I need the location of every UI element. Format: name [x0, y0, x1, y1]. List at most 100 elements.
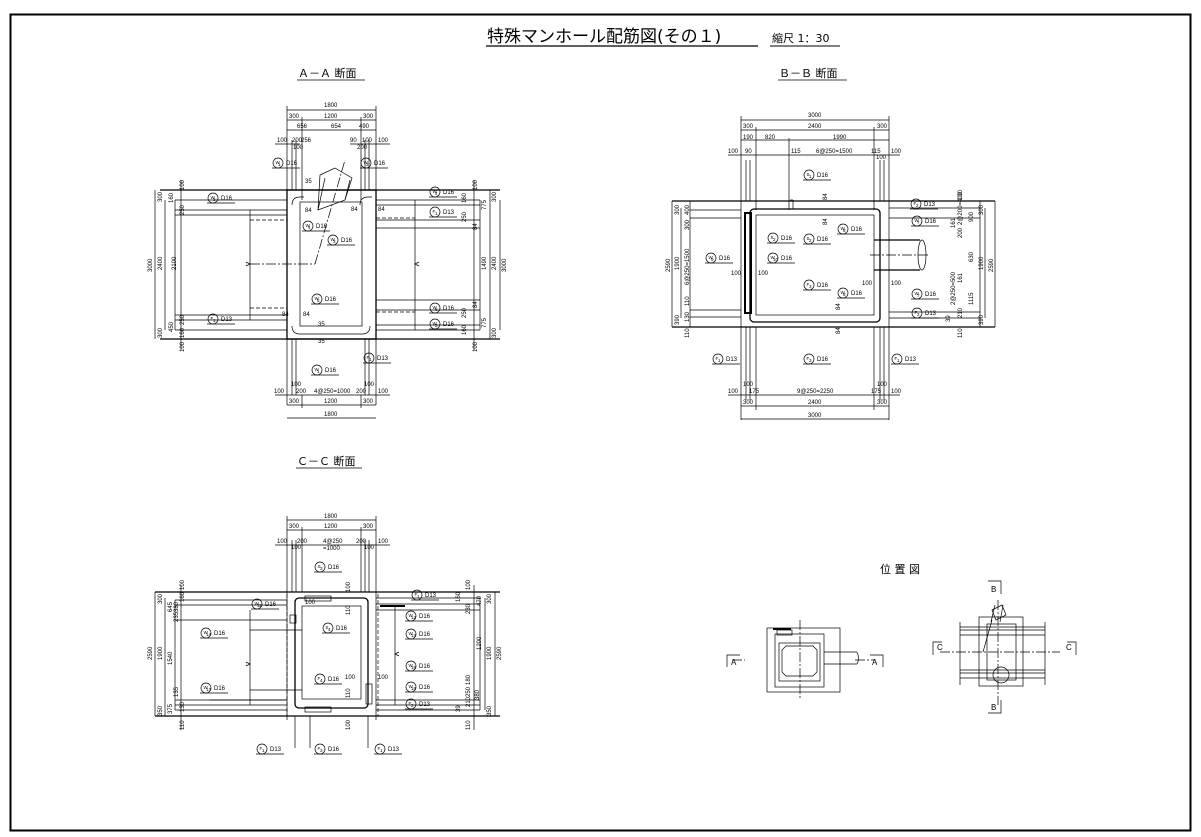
bb-side-dimensions: 2590 1900 300 390 400 300 6@250=1500 110… — [666, 189, 996, 338]
rebar-mark-sub: 2 — [411, 703, 414, 708]
aa-dim-bot-r-a: 200 — [356, 389, 367, 395]
bb-dim-seg3: 1990 — [833, 135, 847, 141]
rebar-mark-sub: 4 — [328, 627, 331, 632]
bb-dim-right-t4: 900 — [969, 211, 975, 222]
rebar-mark: F — [915, 310, 918, 315]
section-a-a: Ａ－Ａ 断面 1800 300 1200 300 656 654 490 100… — [148, 66, 508, 419]
rebar-mark: W — [841, 290, 846, 295]
bb-dim-misc: 100 — [891, 281, 902, 287]
aa-dim-misc: 84 — [305, 208, 312, 214]
cc-dim-left-b4: 110 — [180, 720, 186, 730]
cut-label-b-bottom: B — [991, 703, 996, 712]
rebar-bar-size: D16 — [781, 256, 793, 262]
rebar-bar-size: D16 — [925, 292, 937, 298]
aa-top-dimensions: 1800 300 1200 300 656 654 490 100 200 25… — [275, 103, 390, 200]
aa-dim-left-overall: 3000 — [148, 258, 154, 272]
rebar-mark-sub: 7 — [917, 293, 920, 298]
aa-dim-right-bot: 300 — [492, 327, 498, 338]
bb-dim-bot-wall-r: 300 — [877, 400, 888, 406]
bb-dim-inner: 2400 — [808, 124, 822, 130]
bb-dim-r-edge: 100 — [891, 149, 902, 155]
aa-dim-right-top: 300 — [492, 191, 498, 202]
cc-dim-overall: 1800 — [324, 514, 338, 520]
rebar-mark-sub: 2 — [917, 312, 920, 317]
rebar-mark-sub: 1 — [262, 748, 265, 753]
cc-dim-left-t4: 235 — [174, 611, 180, 622]
rebar-bar-size: D16 — [419, 685, 431, 691]
rebar-mark: W — [409, 663, 414, 668]
bb-dim-wall-l: 300 — [743, 124, 754, 130]
rebar-mark: W — [771, 255, 776, 260]
rebar-bar-size: D16 — [328, 677, 340, 683]
rebar-mark-sub: 4 — [435, 191, 438, 196]
rebar-bar-size: D16 — [719, 256, 731, 262]
rebar-bar-size: D13 — [425, 593, 437, 599]
aa-dim-right-mid: 2400 — [492, 256, 498, 270]
rebar-bar-size: D16 — [443, 190, 455, 196]
cut-line-c-left-marker — [932, 641, 942, 655]
cc-dim-r-b: 100 — [364, 545, 375, 551]
location-plan-bc: B B C C — [932, 580, 1077, 714]
cc-dim-misc: 100 — [346, 581, 352, 592]
cc-dim-l-a: 100 — [291, 545, 302, 551]
aa-dim-left-bot: 300 — [158, 327, 164, 338]
rebar-mark-sub: 1 — [317, 369, 320, 374]
rebar-mark-sub: 5 — [435, 323, 438, 328]
rebar-mark-sub: 3 — [809, 358, 812, 363]
cc-dim-right-b5: 39 — [456, 705, 462, 712]
rebar-mark-sub: 1 — [213, 318, 216, 323]
rebar-mark: F — [895, 356, 898, 361]
rebar-mark: W — [409, 684, 414, 689]
cc-dim-left-t5: 645 — [168, 601, 174, 612]
bb-dim-bot-l-a: 100 — [743, 382, 754, 388]
location-plan-a: A A — [726, 620, 884, 700]
aa-dim-bot-l-edge: 100 — [274, 389, 285, 395]
rebar-bar-size: D16 — [341, 238, 353, 244]
rebar-bar-size: D16 — [325, 297, 337, 303]
aa-dim-misc: 84 — [351, 207, 358, 213]
bb-dim-left-bot: 390 — [675, 314, 681, 325]
cc-dim-l-edge: 100 — [277, 539, 288, 545]
bb-dim-bot-pitch: 9@250=2250 — [797, 389, 834, 395]
aa-dim-bot-wall-l: 300 — [289, 399, 300, 405]
rebar-mark-sub: 6 — [435, 307, 438, 312]
rebar-bar-size: D13 — [270, 747, 282, 753]
cc-dim-misc: 100 — [346, 719, 352, 730]
rebar-bar-size: D16 — [851, 227, 863, 233]
bb-dim-right-bot: 390 — [979, 314, 985, 325]
cc-dim-right-b6: 110 — [466, 720, 472, 730]
bb-dim-bot-wall-l: 300 — [743, 400, 754, 406]
cc-dim-r-a: 200 — [356, 539, 367, 545]
rebar-bar-size: D16 — [328, 565, 340, 571]
aa-dim-bot-overall: 1800 — [324, 412, 338, 418]
aa-dim-left-b1: 450 — [169, 321, 175, 332]
rebar-mark: W — [433, 189, 438, 194]
aa-dim-misc: 35 — [305, 179, 312, 185]
cc-misc-dims: 100 100 110 100 100 110 100 — [305, 581, 389, 730]
rebar-mark-sub: 10 — [773, 257, 779, 262]
rebar-bar-size: D16 — [286, 161, 298, 167]
cc-dim-r-edge: 100 — [378, 539, 389, 545]
rebar-bar-size: D13 — [221, 317, 233, 323]
bb-dim-seg1: 190 — [743, 135, 754, 141]
rebar-mark: S — [807, 172, 810, 177]
aa-dim-misc: 84 — [378, 207, 385, 213]
rebar-mark: F — [260, 746, 263, 751]
rebar-mark-sub: 2 — [916, 203, 919, 208]
rebar-bar-size: D16 — [817, 283, 829, 289]
bb-dim-right-b5: 39 — [946, 315, 952, 322]
